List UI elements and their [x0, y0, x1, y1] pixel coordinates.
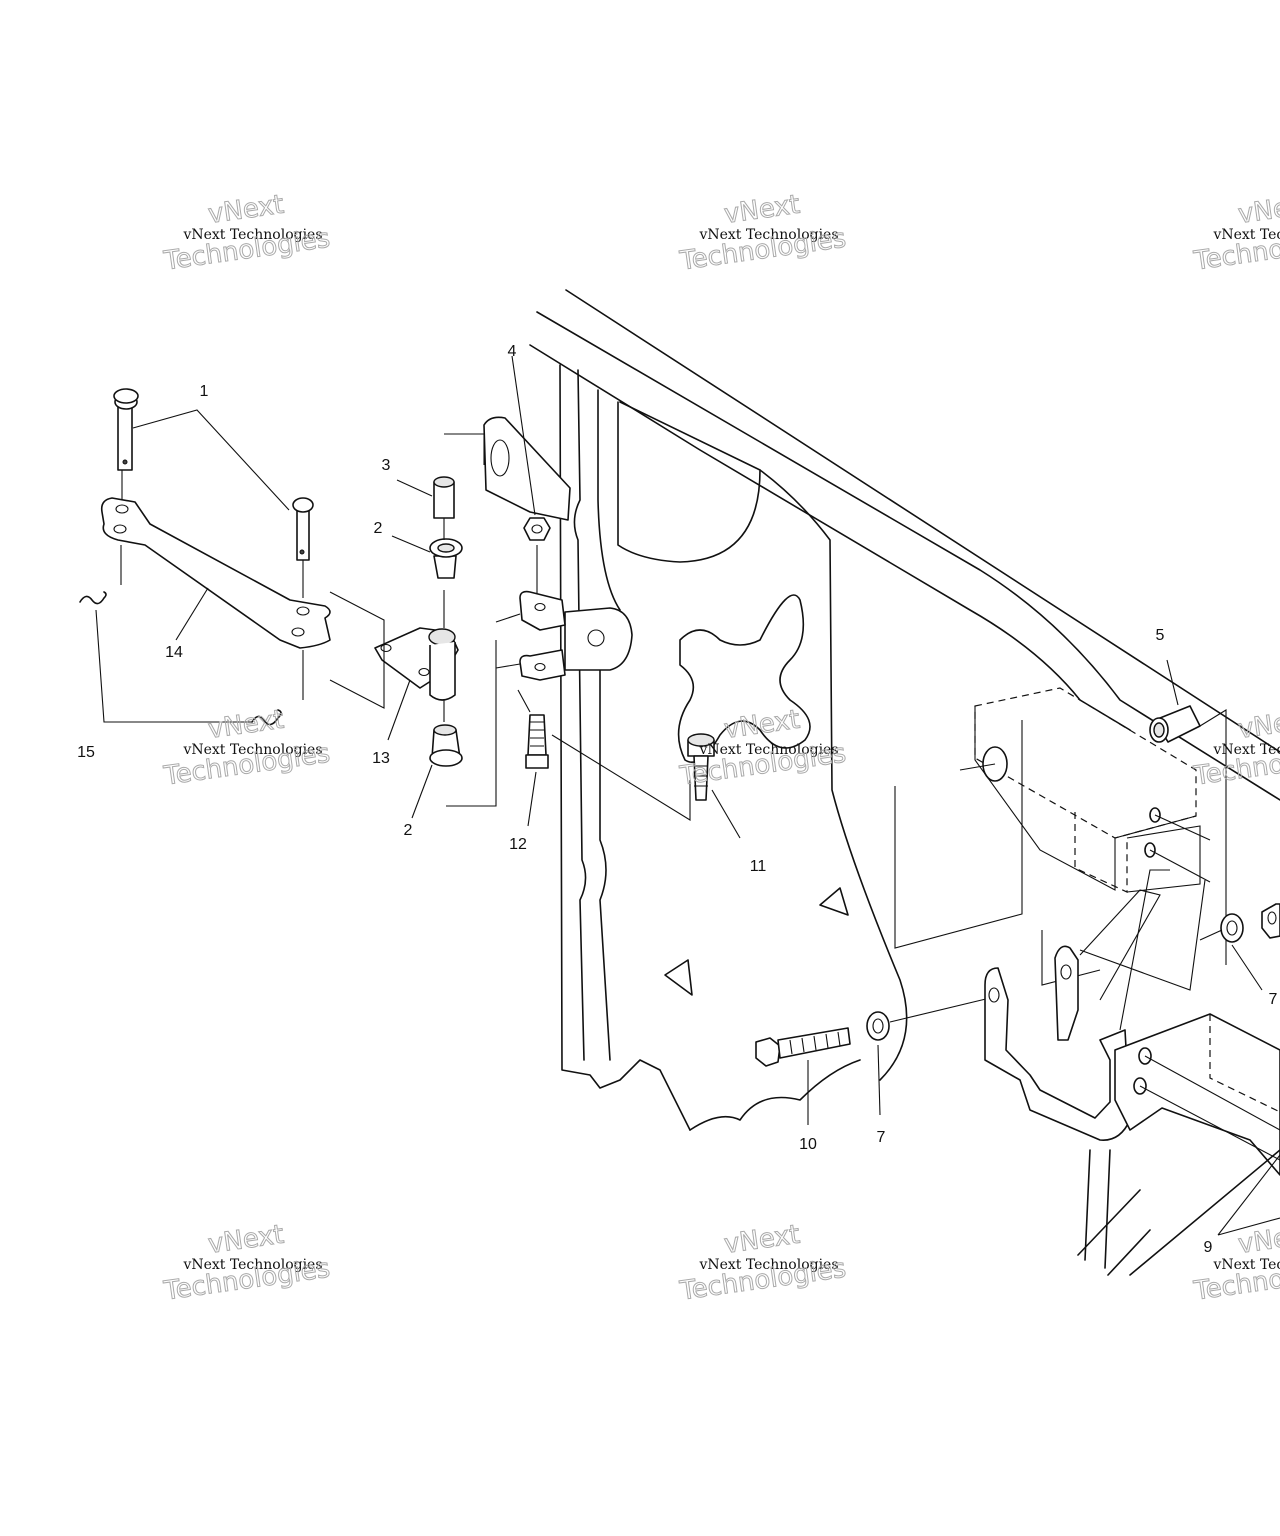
watermark-outline-top: vNext — [1236, 1220, 1280, 1260]
watermark-small-text: vNext Technologies — [182, 1257, 322, 1273]
callouts: 1 4 3 2 14 15 13 2 12 11 5 7 10 7 9 — [77, 343, 1277, 1256]
watermark-8: vNext vNext Technologies Technologies — [677, 1219, 849, 1307]
watermark-small-text: vNext Technologies — [698, 1257, 838, 1273]
part-4-hex-nut — [511, 355, 551, 600]
part-5-spacer — [1149, 659, 1227, 965]
watermark-2: vNext vNext Technologies Technologies — [677, 189, 849, 277]
watermark-outline-top: vNext — [722, 190, 801, 230]
mounting-block — [959, 687, 1211, 893]
watermark-outline-top: vNext — [722, 705, 801, 745]
watermark-small-text: vNext Technologies — [698, 742, 838, 758]
callout-11: 11 — [750, 858, 767, 875]
watermark-small-text: vNext Technologies — [182, 227, 322, 243]
callout-7-lower: 7 — [877, 1129, 886, 1146]
watermark-small-text: vNext Technologies — [1212, 742, 1280, 758]
watermark-4: vNext vNext Technologies Technologies — [161, 704, 333, 792]
part-15-hairpin-clips — [79, 591, 282, 726]
watermark-small-text: vNext Technologies — [1212, 1257, 1280, 1273]
watermark-7: vNext vNext Technologies Technologies — [161, 1219, 333, 1307]
part-3-bushing — [396, 476, 455, 519]
callout-15: 15 — [77, 744, 95, 761]
callout-13: 13 — [372, 750, 390, 767]
watermark-small-text: vNext Technologies — [698, 227, 838, 243]
part-7-washer-lower — [866, 997, 991, 1116]
part-11-screw — [687, 733, 741, 839]
callout-4: 4 — [508, 343, 517, 360]
part-10-hex-bolt — [755, 1027, 851, 1125]
watermark-small-text: vNext Technologies — [182, 742, 322, 758]
watermark-outline-top: vNext — [206, 190, 285, 230]
callout-5: 5 — [1156, 627, 1165, 644]
part-7-washer-and-nut-right — [1199, 903, 1280, 991]
lower-bracket — [1077, 1013, 1280, 1276]
hinge-leaf — [495, 590, 566, 681]
mounting-bracket — [984, 869, 1170, 1141]
watermark-1: vNext vNext Technologies Technologies — [161, 189, 333, 277]
bushing-guide-lines — [443, 433, 497, 807]
watermark-outline-top: vNext — [206, 1220, 285, 1260]
watermark-6: vNext vNext Technologies Technologies — [1191, 704, 1280, 792]
watermark-9: vNext vNext Technologies Technologies — [1191, 1219, 1280, 1307]
part-13-hinge-bracket — [329, 591, 459, 741]
part-2-lower-flange-bushing — [411, 724, 463, 819]
callout-1: 1 — [200, 383, 209, 400]
callout-3: 3 — [382, 457, 391, 474]
part-12-bolt — [517, 689, 691, 827]
callout-2-upper: 2 — [374, 520, 383, 537]
callout-12: 12 — [509, 836, 527, 853]
callout-9: 9 — [1204, 1239, 1213, 1256]
watermark-small-text: vNext Technologies — [1212, 227, 1280, 243]
watermark-outline-top: vNext — [722, 1220, 801, 1260]
callout-10: 10 — [799, 1136, 817, 1153]
reference-plane — [894, 720, 1206, 991]
part-14-link-arm — [100, 470, 331, 700]
watermark-outline-top: vNext — [206, 705, 285, 745]
callout-14: 14 — [165, 644, 183, 661]
watermark-outline-top: vNext — [1236, 190, 1280, 230]
callout-7-right: 7 — [1269, 991, 1278, 1008]
frame-panel — [483, 289, 1280, 1131]
callout-2-lower: 2 — [404, 822, 413, 839]
watermark-3: vNext vNext Technologies Technologies — [1191, 189, 1280, 277]
part-2-upper-flange-bushing — [391, 535, 463, 579]
watermark-outline-top: vNext — [1236, 705, 1280, 745]
